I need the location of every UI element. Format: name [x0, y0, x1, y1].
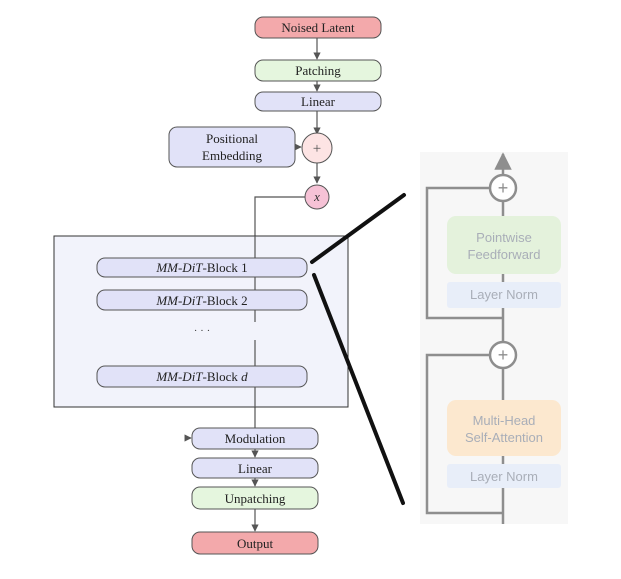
- noised-latent-node: Noised Latent: [254, 16, 382, 39]
- pointwise-line-1: Pointwise: [476, 230, 532, 245]
- block-2-rest: -Block 2: [203, 293, 248, 308]
- noised-latent-label: Noised Latent: [281, 20, 355, 35]
- positional-embedding-node: Positional Embedding: [168, 126, 296, 168]
- detail-plus-top-symbol: +: [498, 178, 509, 198]
- attention-line-1: Multi-Head: [473, 413, 536, 428]
- mm-dit-block-d: MM-DiT-Block d: [96, 365, 308, 388]
- positional-embedding-line-1: Positional: [206, 131, 258, 146]
- pointwise-line-2: Feedforward: [468, 247, 541, 262]
- mm-dit-block-2: MM-DiT-Block 2: [96, 289, 308, 311]
- svg-text:MM-DiT-Block 2: MM-DiT-Block 2: [155, 293, 247, 308]
- patching-node: Patching: [254, 59, 382, 82]
- detail-connectors: [425, 152, 512, 524]
- x-node: x: [304, 184, 330, 210]
- modulation-label: Modulation: [225, 431, 286, 446]
- layer-norm-top-node: Layer Norm: [447, 282, 561, 308]
- attention-line-2: Self-Attention: [465, 430, 543, 445]
- block-d-mid: -Block: [203, 369, 242, 384]
- detail-plus-top-node: +: [488, 173, 518, 203]
- layer-norm-bottom-node: Layer Norm: [447, 464, 561, 488]
- detail-plus-bottom-node: +: [488, 340, 518, 370]
- patching-label: Patching: [295, 63, 341, 78]
- linear-bottom-node: Linear: [191, 457, 319, 479]
- callout-lines: [310, 193, 406, 505]
- linear-top-node: Linear: [254, 91, 382, 112]
- svg-text:MM-DiT-Block d: MM-DiT-Block d: [155, 369, 248, 384]
- layer-norm-top-label: Layer Norm: [470, 287, 538, 302]
- unpatching-label: Unpatching: [225, 491, 286, 506]
- detail-background: [420, 152, 568, 524]
- block-1-italic: MM-DiT: [155, 260, 203, 275]
- positional-embedding-line-2: Embedding: [202, 148, 262, 163]
- pipeline-connectors: [184, 38, 321, 532]
- mm-dit-block-1: MM-DiT-Block 1: [96, 257, 308, 278]
- output-label: Output: [237, 536, 274, 551]
- output-node: Output: [191, 531, 319, 555]
- add-node: +: [301, 132, 333, 164]
- block-1-rest: -Block 1: [203, 260, 248, 275]
- multi-head-attention-node: Multi-Head Self-Attention: [447, 400, 561, 456]
- detail-plus-bottom-symbol: +: [498, 345, 509, 365]
- svg-text:MM-DiT-Block 1: MM-DiT-Block 1: [155, 260, 247, 275]
- block-d-var: d: [241, 369, 248, 384]
- blocks-ellipsis: · · ·: [194, 325, 211, 337]
- layer-norm-bottom-label: Layer Norm: [470, 469, 538, 484]
- pointwise-feedforward-node: Pointwise Feedforward: [447, 216, 561, 274]
- linear-bottom-label: Linear: [238, 461, 273, 476]
- unpatching-node: Unpatching: [191, 486, 319, 510]
- add-symbol: +: [313, 141, 321, 157]
- modulation-node: Modulation: [191, 427, 319, 450]
- linear-top-label: Linear: [301, 94, 336, 109]
- x-symbol: x: [313, 189, 320, 204]
- block-2-italic: MM-DiT: [155, 293, 203, 308]
- block-d-italic: MM-DiT: [155, 369, 203, 384]
